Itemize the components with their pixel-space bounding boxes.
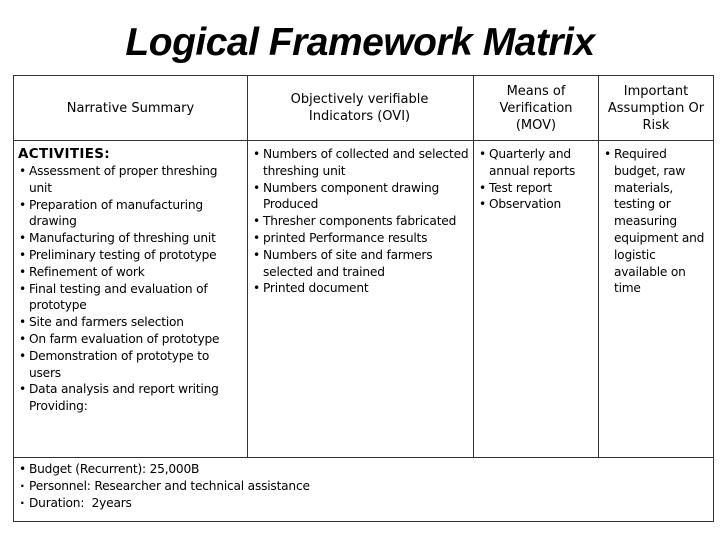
list-item: printed Performance results bbox=[252, 230, 469, 247]
narrative-cell: ACTIVITIES: Assessment of proper threshi… bbox=[13, 140, 248, 458]
list-item: Refinement of work bbox=[18, 264, 243, 281]
assumptions-cell: Required budget, raw materials, testing … bbox=[598, 140, 714, 458]
list-item: Budget (Recurrent): 25,000B bbox=[18, 461, 709, 478]
activities-heading: ACTIVITIES: bbox=[18, 146, 110, 162]
header-ovi-label: Objectively verifiable Indicators (OVI) bbox=[290, 92, 429, 124]
list-item: Personnel: Researcher and technical assi… bbox=[18, 478, 709, 495]
list-item: Test report bbox=[478, 180, 594, 197]
list-item: Preliminary testing of prototype bbox=[18, 247, 243, 264]
activities-row: ACTIVITIES: Assessment of proper threshi… bbox=[13, 140, 714, 458]
ovi-cell: Numbers of collected and selected thresh… bbox=[247, 140, 474, 458]
header-assumptions: Important Assumption Or Risk bbox=[598, 75, 714, 141]
list-item: Data analysis and report writing bbox=[18, 381, 243, 398]
header-row: Narrative Summary Objectively verifiable… bbox=[13, 75, 714, 141]
list-item: Required budget, raw materials, testing … bbox=[603, 146, 709, 297]
inputs-cell: Budget (Recurrent): 25,000B Personnel: R… bbox=[13, 457, 714, 522]
list-item: Thresher components fabricated bbox=[252, 213, 469, 230]
logframe-table: Narrative Summary Objectively verifiable… bbox=[13, 75, 714, 522]
inputs-list: Budget (Recurrent): 25,000B Personnel: R… bbox=[18, 461, 709, 511]
providing-label: Providing: bbox=[29, 399, 88, 414]
list-item: Numbers of collected and selected thresh… bbox=[252, 146, 469, 180]
list-item: Numbers of site and farmers selected and… bbox=[252, 247, 469, 281]
list-item: Site and farmers selection bbox=[18, 314, 243, 331]
list-item: Printed document bbox=[252, 280, 469, 297]
mov-list: Quarterly and annual reports Test report… bbox=[478, 146, 594, 213]
list-item: Final testing and evaluation of prototyp… bbox=[18, 281, 243, 315]
list-item: Observation bbox=[478, 196, 594, 213]
activities-list: Assessment of proper threshing unit Prep… bbox=[18, 163, 243, 398]
header-mov: Means of Verification (MOV) bbox=[473, 75, 599, 141]
assumptions-list: Required budget, raw materials, testing … bbox=[603, 146, 709, 297]
header-narrative-summary: Narrative Summary bbox=[13, 75, 248, 141]
inputs-row: Budget (Recurrent): 25,000B Personnel: R… bbox=[13, 457, 714, 522]
list-item: Assessment of proper threshing unit bbox=[18, 163, 243, 197]
list-item: Manufacturing of threshing unit bbox=[18, 230, 243, 247]
list-item: Demonstration of prototype to users bbox=[18, 348, 243, 382]
header-mov-label: Means of Verification (MOV) bbox=[499, 83, 573, 133]
list-item: Duration: 2years bbox=[18, 495, 709, 512]
list-item: On farm evaluation of prototype bbox=[18, 331, 243, 348]
list-item: Quarterly and annual reports bbox=[478, 146, 594, 180]
header-ovi: Objectively verifiable Indicators (OVI) bbox=[247, 75, 474, 141]
page-title: Logical Framework Matrix bbox=[125, 21, 595, 64]
header-assumptions-label: Important Assumption Or Risk bbox=[607, 83, 705, 133]
ovi-list: Numbers of collected and selected thresh… bbox=[252, 146, 469, 297]
list-item: Preparation of manufacturing drawing bbox=[18, 197, 243, 231]
list-item: Numbers component drawing Produced bbox=[252, 180, 469, 214]
mov-cell: Quarterly and annual reports Test report… bbox=[473, 140, 599, 458]
